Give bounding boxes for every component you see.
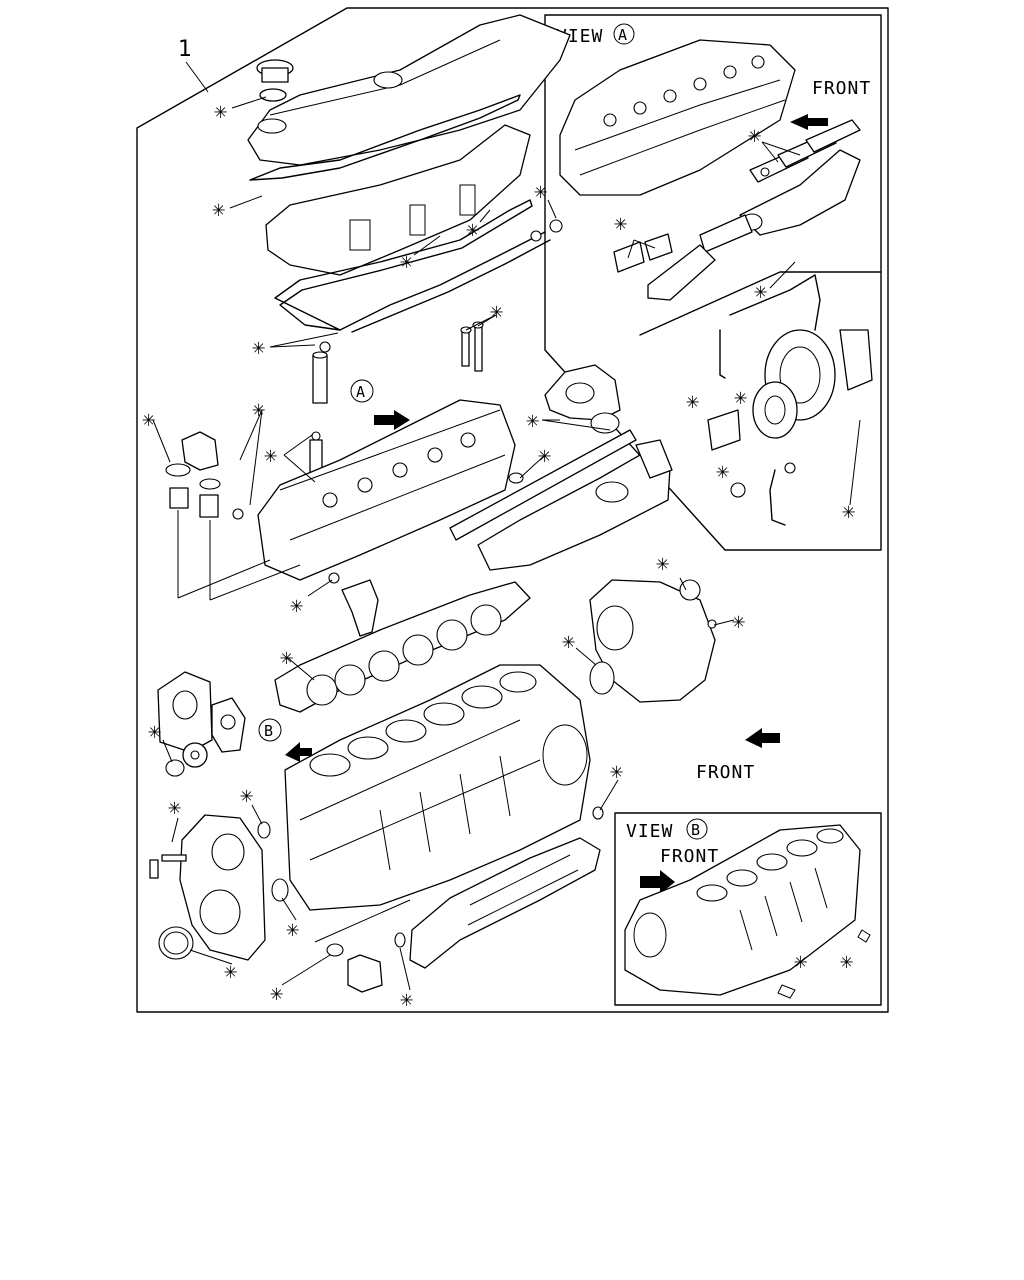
kit-markers-main: ✳ ✳ ✳ ✳ ✳ ✳ ✳ ✳ ✳ ✳ ✳ ✳ ✳ ✳ ✳ ✳ ✳ ✳ ✳ ✳ … bbox=[142, 99, 745, 1012]
callout-b-letter: B bbox=[264, 722, 273, 740]
view-a-cylinder-head bbox=[559, 39, 796, 196]
kit-frame bbox=[136, 7, 889, 1013]
kit-marker: ✳ bbox=[286, 917, 299, 942]
view-b-front-label: FRONT bbox=[660, 846, 719, 867]
main-front-indicator: FRONT bbox=[696, 728, 780, 783]
kit-marker: ✳ bbox=[466, 217, 479, 242]
view-a-front-label: FRONT bbox=[812, 78, 871, 99]
view-a-flange-gaskets bbox=[613, 233, 673, 273]
callout-a-letter: A bbox=[356, 383, 365, 401]
timing-case-bolts bbox=[149, 854, 187, 879]
kit-marker: ✳ bbox=[732, 609, 745, 634]
intake-manifold bbox=[477, 439, 673, 571]
head-cover-gasket bbox=[249, 94, 521, 181]
kit-marker: ✳ bbox=[526, 408, 539, 433]
kit-marker: ✳ bbox=[252, 335, 265, 360]
view-a-front-arrow bbox=[790, 114, 828, 130]
kit-marker: ✳ bbox=[656, 551, 669, 576]
item-number: 1 bbox=[178, 37, 192, 62]
kit-marker: ✳ bbox=[224, 959, 237, 984]
thermostat-housing bbox=[165, 431, 244, 520]
view-a-exhaust-manifold bbox=[647, 149, 861, 301]
kit-marker: ✳ bbox=[538, 443, 551, 468]
front-crank-seal bbox=[158, 926, 194, 960]
kit-marker: ✳ bbox=[270, 981, 283, 1006]
front-cover-plate bbox=[157, 671, 246, 753]
kit-marker: ✳ bbox=[490, 299, 503, 324]
kit-marker: ✳ bbox=[400, 249, 413, 274]
kit-marker: ✳ bbox=[614, 211, 627, 236]
kit-marker: ✳ bbox=[264, 443, 277, 468]
callout-b-arrow bbox=[285, 742, 312, 762]
main-front-label: FRONT bbox=[696, 762, 755, 783]
oil-cooler-cover bbox=[409, 837, 601, 969]
block-o-rings bbox=[271, 806, 604, 957]
view-b-letter: B bbox=[691, 821, 700, 839]
water-outlet bbox=[544, 364, 621, 434]
view-a-letter-circle bbox=[613, 23, 635, 45]
timing-gear bbox=[182, 742, 208, 768]
main-front-arrow bbox=[745, 728, 780, 748]
kit-marker: ✳ bbox=[290, 593, 303, 618]
water-pipe-connector bbox=[341, 579, 379, 637]
rear-oil-seal bbox=[589, 661, 615, 695]
view-b-letter-circle bbox=[686, 818, 708, 840]
view-a-inset: VIEW A FRONT bbox=[544, 14, 882, 551]
flywheel-housing bbox=[589, 579, 717, 703]
view-a-callout: A bbox=[350, 379, 410, 430]
timing-gear-case bbox=[179, 814, 266, 961]
fuel-injection-pipes bbox=[339, 219, 563, 333]
kit-marker: ✳ bbox=[748, 123, 761, 148]
kit-marker: ✳ bbox=[562, 629, 575, 654]
kit-marker: ✳ bbox=[148, 719, 161, 744]
view-a-oil-lines bbox=[719, 274, 821, 526]
intake-manifold-gasket bbox=[449, 429, 637, 541]
view-a-exhaust-gaskets bbox=[749, 119, 861, 183]
cylinder-head-cover bbox=[247, 14, 571, 166]
view-b-callout: B bbox=[258, 718, 312, 762]
kit-marker: ✳ bbox=[754, 279, 767, 304]
kit-marker: ✳ bbox=[142, 407, 155, 432]
kit-marker: ✳ bbox=[214, 99, 227, 124]
kit-marker: ✳ bbox=[252, 397, 265, 422]
view-b-cylinder-block bbox=[624, 824, 871, 999]
view-a-letter: A bbox=[618, 26, 627, 44]
kit-marker: ✳ bbox=[168, 795, 181, 820]
oil-filler-cap bbox=[256, 59, 294, 102]
view-b-inset: VIEW B FRONT ✳ ✳ bbox=[614, 812, 882, 1006]
kit-marker: ✳ bbox=[734, 385, 747, 410]
front-o-rings bbox=[165, 759, 271, 839]
kit-marker: ✳ bbox=[534, 179, 547, 204]
callout-a-arrow bbox=[374, 410, 410, 430]
cylinder-head-studs bbox=[460, 321, 484, 372]
kit-marker: ✳ bbox=[610, 759, 623, 784]
kit-marker: ✳ bbox=[212, 197, 225, 222]
item-number-callout: 1 bbox=[178, 37, 209, 93]
fuel-injector bbox=[309, 341, 331, 477]
view-b-title: VIEW bbox=[626, 821, 673, 842]
kit-marker: ✳ bbox=[240, 783, 253, 808]
cylinder-head bbox=[257, 399, 524, 581]
kit-marker: ✳ bbox=[280, 645, 293, 670]
kit-marker: ✳ bbox=[400, 987, 413, 1012]
kit-marker: ✳ bbox=[794, 949, 807, 974]
kit-marker: ✳ bbox=[840, 949, 853, 974]
cylinder-head-gasket bbox=[274, 581, 531, 713]
kit-marker: ✳ bbox=[686, 389, 699, 414]
cylinder-block bbox=[284, 664, 591, 911]
view-b-front-arrow bbox=[640, 870, 675, 894]
water-pump-connector bbox=[347, 954, 383, 993]
leader-lines bbox=[152, 96, 735, 991]
view-a-turbocharger bbox=[707, 329, 873, 451]
rocker-housing bbox=[265, 124, 531, 276]
kit-marker: ✳ bbox=[716, 459, 729, 484]
rocker-housing-gasket bbox=[274, 199, 533, 331]
kit-marker: ✳ bbox=[842, 499, 855, 524]
